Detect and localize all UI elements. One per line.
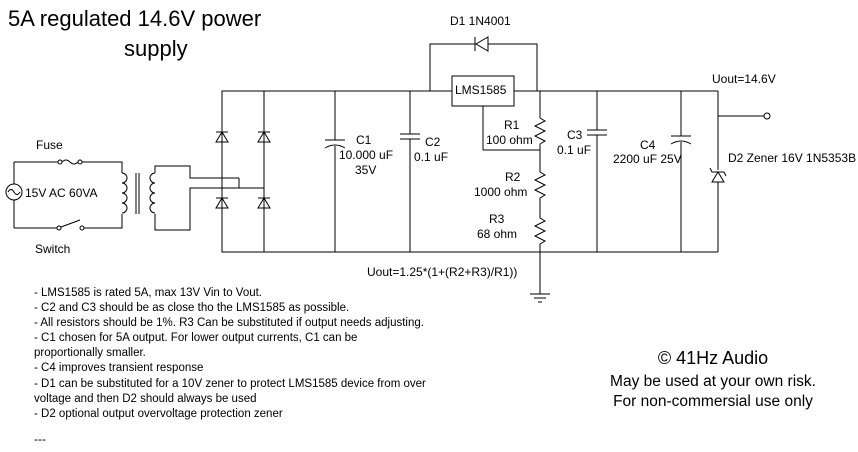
r3-value-label: 68 ohm [477, 227, 518, 241]
fuse-label: Fuse [36, 138, 63, 152]
switch-label: Switch [35, 242, 71, 256]
c2-capacitor [400, 91, 420, 252]
regulator-label: LMS1585 [455, 83, 507, 97]
r1-value-label: 100 ohm [486, 133, 533, 147]
d1-diode [429, 36, 538, 91]
copyright-line: © 41Hz Audio [657, 348, 769, 368]
r2-value-label: 1000 ohm [474, 185, 528, 199]
note-line: - D2 optional output overvoltage protect… [34, 407, 283, 420]
c3-name-label: C3 [567, 128, 583, 142]
fuse-symbol [57, 159, 83, 165]
d2-label: D2 Zener 16V 1N5353B [728, 151, 857, 165]
bridge-rectifier [215, 90, 271, 253]
usage-risk-line: May be used at your own risk. [610, 373, 816, 390]
uout-label: Uout=14.6V [712, 72, 776, 86]
ground-symbol [530, 293, 550, 303]
formula-label: Uout=1.25*(1+(R2+R3)/R1)) [367, 265, 518, 279]
footer-dashes: --- [34, 432, 46, 446]
d1-label: D1 1N4001 [450, 14, 511, 28]
c1-name-label: C1 [356, 133, 372, 147]
c4-name-label: C4 [640, 138, 656, 152]
primary-wire-top-2 [82, 161, 123, 173]
secondary-wire-bottom [154, 187, 239, 231]
c1-voltage-label: 35V [355, 163, 377, 177]
c2-name-label: C2 [425, 135, 441, 149]
source-label: 15V AC 60VA [25, 186, 98, 200]
note-line: - C2 and C3 should be as close tho the L… [34, 302, 350, 315]
r2-name-label: R2 [505, 170, 521, 184]
design-notes: - LMS1585 is rated 5A, max 13V Vin to Vo… [34, 286, 426, 422]
note-line: - All resistors should be 1%. R3 Can be … [34, 317, 424, 330]
r1-name-label: R1 [504, 118, 520, 132]
note-line: proportionally smaller. [34, 347, 146, 360]
note-line: - C1 chosen for 5A output. For lower out… [34, 332, 358, 345]
switch-symbol [14, 219, 85, 231]
note-line: voltage and then D2 should always be use… [34, 392, 257, 405]
c1-capacitor [324, 91, 346, 252]
c4-value-label: 2200 uF 25V [613, 152, 682, 166]
note-line: - C4 improves transient response [34, 362, 204, 375]
c4-capacitor [670, 91, 692, 252]
transformer-symbol [121, 172, 156, 214]
c2-value-label: 0.1 uF [414, 150, 449, 164]
page-title-line2: supply [124, 36, 188, 61]
d2-zener-diode [709, 116, 727, 252]
c3-value-label: 0.1 uF [557, 143, 592, 157]
usage-license-line: For non-commersial use only [613, 393, 813, 410]
ac-source-symbol [5, 162, 23, 228]
page-title-line1: 5A regulated 14.6V power [8, 6, 262, 31]
c1-value-label: 10.000 uF [339, 148, 394, 162]
output-terminal [763, 112, 771, 120]
primary-wire-bottom [84, 214, 123, 229]
c3-capacitor [587, 91, 607, 252]
r3-name-label: R3 [489, 212, 505, 226]
resistor-chain [533, 91, 547, 294]
secondary-wire-top [154, 165, 239, 179]
note-line: - LMS1585 is rated 5A, max 13V Vin to Vo… [34, 287, 263, 299]
note-line: - D1 can be substituted for a 10V zener … [34, 377, 426, 390]
